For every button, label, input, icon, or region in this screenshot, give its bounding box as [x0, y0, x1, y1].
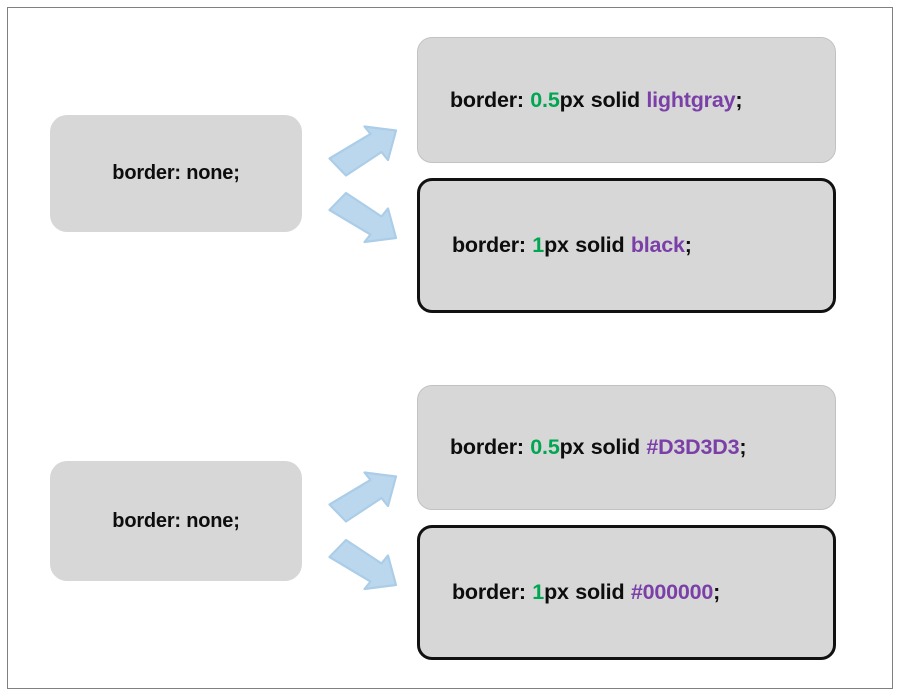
code-unit: px	[559, 435, 585, 459]
code-terminator: ;	[713, 580, 721, 604]
code-number: 0.5	[530, 435, 560, 459]
code-line-style: solid	[590, 87, 640, 112]
code-unit: px	[559, 87, 585, 112]
arrow-up-right-1	[326, 124, 400, 180]
arrow-down-right-2	[326, 535, 400, 593]
code-number: 1	[532, 233, 545, 257]
code-property: border:	[452, 580, 526, 604]
code-color-value: lightgray	[646, 87, 736, 112]
code-property: border:	[450, 435, 524, 459]
code-number: 0.5	[530, 87, 560, 112]
source-box-1: border: none;	[50, 115, 302, 232]
code-line-style: solid	[575, 580, 625, 604]
code-color-value: #D3D3D3	[646, 435, 740, 459]
code-terminator: ;	[735, 87, 743, 112]
code-property: border:	[450, 87, 524, 112]
code-terminator: ;	[684, 233, 692, 257]
code-color-value: #000000	[630, 580, 714, 604]
source-box-2-label: border: none;	[112, 509, 240, 532]
code-line-style: solid	[575, 233, 625, 257]
code-color-value: black	[630, 233, 685, 257]
code-terminator: ;	[739, 435, 747, 459]
source-box-2: border: none;	[50, 461, 302, 581]
code-unit: px	[544, 580, 569, 604]
code-property: border:	[452, 233, 526, 257]
code-number: 1	[532, 580, 545, 604]
code-unit: px	[544, 233, 569, 257]
arrow-up-right-2	[326, 470, 400, 526]
source-box-1-label: border: none;	[112, 162, 240, 184]
arrow-down-right-1	[326, 188, 400, 246]
code-line-style: solid	[590, 435, 640, 459]
